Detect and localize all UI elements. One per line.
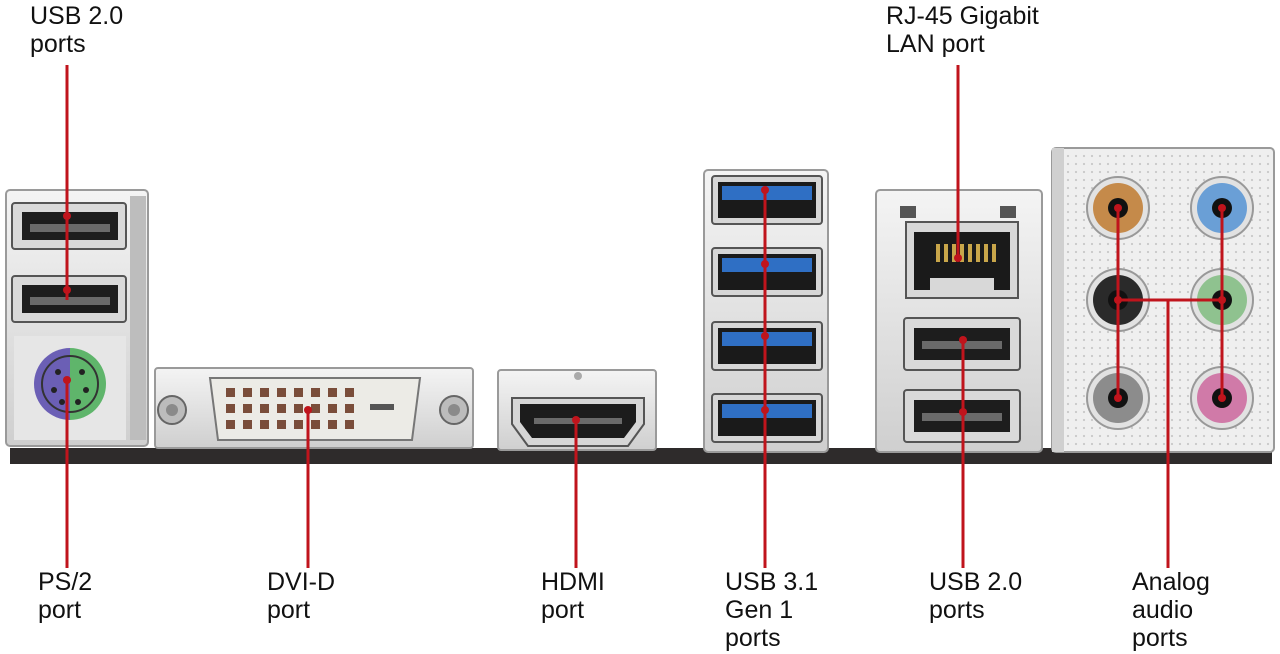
dvi-pin	[328, 420, 337, 429]
dvi-pin	[226, 420, 235, 429]
label-audio: Analog audio ports	[1132, 568, 1210, 652]
dvi-pin	[226, 404, 235, 413]
dvi-pin	[294, 404, 303, 413]
dvi-pin	[277, 404, 286, 413]
label-rj45: RJ-45 Gigabit LAN port	[886, 2, 1039, 58]
dvi-pin	[311, 388, 320, 397]
leader-dots	[63, 186, 1226, 424]
dvi-d-port	[154, 367, 474, 449]
rj45-port	[905, 221, 1019, 299]
dvi-pin	[345, 420, 354, 429]
dvi-pin	[243, 404, 252, 413]
dvi-pin	[260, 420, 269, 429]
dvi-pin	[328, 404, 337, 413]
label-usb20-top: USB 2.0 ports	[30, 2, 124, 58]
dvi-pin	[311, 420, 320, 429]
usb31-port-3	[711, 321, 823, 371]
dvi-pin	[226, 388, 235, 397]
dvi-pin	[260, 388, 269, 397]
dvi-pin	[345, 388, 354, 397]
label-ps2: PS/2 port	[38, 568, 93, 624]
label-dvi: DVI-D port	[267, 568, 336, 624]
label-usb20-bottom: USB 2.0 ports	[929, 568, 1023, 624]
dvi-pin	[328, 388, 337, 397]
label-hdmi: HDMI port	[541, 568, 605, 624]
dvi-pin	[277, 388, 286, 397]
dvi-pin	[243, 388, 252, 397]
usb31-port-1	[711, 175, 823, 225]
audio-panel	[1051, 147, 1275, 453]
ps2-port	[14, 336, 126, 440]
dvi-pin	[277, 420, 286, 429]
dvi-pin	[294, 420, 303, 429]
dvi-pin	[345, 404, 354, 413]
label-usb31: USB 3.1 Gen 1 ports	[725, 568, 819, 652]
dvi-pin	[260, 404, 269, 413]
usb31-port-2	[711, 247, 823, 297]
dvi-pin	[294, 388, 303, 397]
usb2-port-top-2	[11, 275, 127, 323]
dvi-pin	[243, 420, 252, 429]
usb31-port-4	[711, 393, 823, 443]
dvi-pin	[311, 404, 320, 413]
left-port-stack	[5, 189, 149, 447]
usb2-port-top-1	[11, 202, 127, 250]
leader-lines	[65, 65, 1224, 568]
